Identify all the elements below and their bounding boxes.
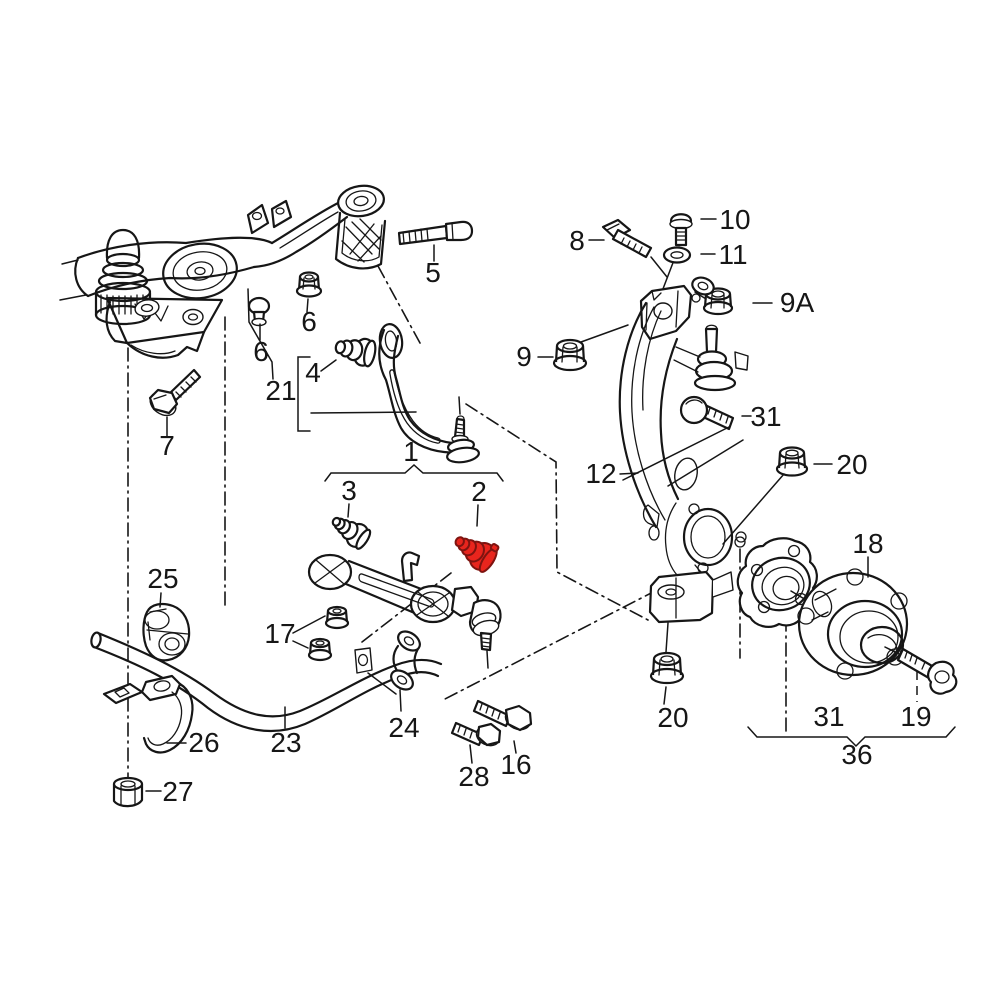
bracket-group-1 — [324, 463, 504, 482]
label-leader-lines — [145, 218, 918, 792]
part-label-20-right[interactable]: 20 — [836, 449, 867, 480]
alignment-lines — [127, 265, 787, 780]
bushing-2-highlighted[interactable] — [449, 525, 502, 574]
clamp-bracket-26 — [102, 674, 194, 754]
part-label-28[interactable]: 28 — [458, 761, 489, 792]
part-label-31-top[interactable]: 31 — [750, 401, 781, 432]
stabilizer-bushing-25 — [142, 602, 191, 662]
bushing-3 — [331, 516, 372, 550]
stabilizer-link-24 — [354, 630, 421, 695]
bolt-31-top — [622, 395, 744, 487]
part-label-11[interactable]: 11 — [718, 239, 747, 270]
part-label-3[interactable]: 3 — [341, 475, 357, 506]
subframe-eye-bushing — [337, 184, 385, 218]
knuckle-ball-joint — [673, 324, 749, 392]
part-label-4[interactable]: 4 — [305, 357, 321, 388]
part-label-5[interactable]: 5 — [425, 257, 441, 288]
bracket-group-21 — [297, 356, 417, 432]
part-label-26[interactable]: 26 — [188, 727, 219, 758]
rubber-buffer-dome — [94, 228, 152, 326]
part-label-6-right[interactable]: 6 — [301, 306, 317, 337]
subframe-bushing-large — [162, 242, 238, 300]
nut-20-bottom — [649, 651, 685, 685]
washer-11 — [662, 246, 692, 264]
bolt-28 — [450, 721, 502, 747]
part-label-36[interactable]: 36 — [841, 739, 872, 770]
part-label-31-bottom[interactable]: 31 — [813, 701, 844, 732]
wheel-hub-18 — [797, 568, 909, 680]
nut-9a — [702, 287, 734, 316]
part-label-25[interactable]: 25 — [147, 563, 178, 594]
part-label-2-highlighted[interactable]: 2 — [471, 476, 487, 507]
part-label-18[interactable]: 18 — [852, 528, 883, 559]
part-label-21[interactable]: 21 — [265, 375, 296, 406]
part-label-7[interactable]: 7 — [159, 430, 175, 461]
part-label-16[interactable]: 16 — [500, 749, 531, 780]
upper-control-arm — [378, 322, 457, 455]
nuts-17 — [307, 605, 350, 662]
subframe-lower-bracket — [105, 288, 274, 380]
nut-9 — [552, 338, 588, 372]
bolt-19 — [896, 647, 958, 695]
subframe — [59, 184, 387, 380]
part-label-8[interactable]: 8 — [569, 225, 585, 256]
bracket-group-36 — [747, 726, 956, 748]
part-label-19[interactable]: 19 — [900, 701, 931, 732]
nut-20-right — [722, 446, 809, 545]
part-label-1[interactable]: 1 — [403, 436, 419, 467]
part-label-9a[interactable]: 9A — [780, 287, 815, 318]
part-label-24[interactable]: 24 — [388, 712, 419, 743]
lower-ball-joint — [450, 585, 502, 669]
part-label-23[interactable]: 23 — [270, 727, 301, 758]
part-label-6-left[interactable]: 6 — [253, 336, 269, 367]
nut-6-right — [295, 271, 323, 298]
bolt-5 — [397, 220, 474, 246]
bushing-4 — [334, 337, 377, 368]
wheel-bearing-flange — [734, 536, 849, 628]
lower-control-arm — [307, 551, 457, 624]
bolt-8 — [601, 218, 668, 278]
subframe-mounting-ears — [246, 199, 293, 235]
steering-knuckle — [618, 276, 747, 653]
part-label-12[interactable]: 12 — [585, 458, 616, 489]
part-label-9[interactable]: 9 — [516, 341, 532, 372]
part-label-10[interactable]: 10 — [719, 204, 750, 235]
nut-27 — [112, 776, 144, 808]
part-label-20-bottom[interactable]: 20 — [657, 702, 688, 733]
part-label-27[interactable]: 27 — [162, 776, 193, 807]
bolt-16 — [472, 699, 533, 732]
upper-ball-joint — [446, 396, 480, 464]
bolt-7 — [148, 368, 202, 417]
part-label-17[interactable]: 17 — [264, 618, 295, 649]
stud-6-left — [247, 296, 271, 327]
part-labels: 5 6 6 4 21 7 8 10 11 9A 9 31 12 20 1 3 2… — [147, 204, 931, 807]
subframe-c-bracket — [334, 211, 387, 270]
